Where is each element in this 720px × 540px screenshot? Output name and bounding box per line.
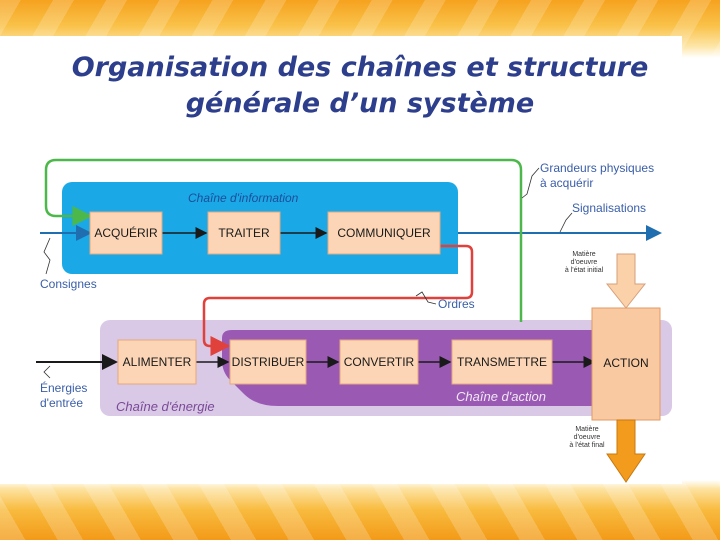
grandeurs-leader bbox=[521, 167, 540, 199]
information-chain-label: Chaîne d'information bbox=[188, 191, 299, 205]
energy-chain-label: Chaîne d'énergie bbox=[116, 399, 215, 414]
matiere-initial-line-1: Matière bbox=[572, 251, 595, 258]
grandeurs-physiques-arrow bbox=[44, 158, 523, 322]
block-acquerir bbox=[89, 211, 163, 255]
block-communiquer-label: COMMUNIQUER bbox=[337, 226, 431, 240]
matiere-final-line-1: Matière bbox=[575, 426, 598, 433]
block-traiter-label: TRAITER bbox=[218, 226, 270, 240]
block-convertir-label: CONVERTIR bbox=[344, 355, 415, 369]
consignes-label: Consignes bbox=[40, 277, 97, 291]
ordres-leader bbox=[415, 291, 437, 305]
matiere-initial-line-2: d'oeuvre bbox=[571, 259, 598, 266]
matiere-initial-line-3: à l'état initial bbox=[565, 267, 604, 274]
grandeurs-label-1: Grandeurs physiques bbox=[540, 161, 654, 175]
ordres-arrow bbox=[202, 244, 474, 356]
block-distribuer-label: DISTRIBUER bbox=[232, 355, 305, 369]
ordres-label: Ordres bbox=[438, 297, 475, 311]
block-action bbox=[591, 307, 661, 421]
signalisations-leader bbox=[559, 212, 573, 233]
consignes-leader bbox=[43, 237, 51, 275]
title-line-2: générale d’un système bbox=[185, 88, 535, 119]
grandeurs-label-2: à acquérir bbox=[540, 176, 593, 190]
block-alimenter bbox=[117, 339, 197, 385]
slide-title: Organisation des chaînes et structure gé… bbox=[40, 50, 680, 122]
block-communiquer bbox=[327, 211, 441, 255]
block-distribuer bbox=[229, 339, 307, 385]
energies-label-1: Énergies bbox=[40, 380, 87, 395]
information-chain-tab bbox=[436, 240, 458, 274]
block-transmettre-label: TRANSMETTRE bbox=[457, 355, 547, 369]
matiere-initial-arrow bbox=[605, 253, 647, 309]
block-alimenter-label: ALIMENTER bbox=[123, 355, 192, 369]
energies-label-2: d'entrée bbox=[40, 396, 83, 410]
block-convertir bbox=[339, 339, 419, 385]
matiere-final-line-3: à l'état final bbox=[569, 442, 605, 449]
block-transmettre bbox=[451, 339, 553, 385]
block-acquerir-label: ACQUÉRIR bbox=[94, 225, 158, 240]
signalisations-label: Signalisations bbox=[572, 201, 646, 215]
matiere-final-line-2: d'oeuvre bbox=[574, 434, 601, 441]
title-line-1: Organisation des chaînes et structure bbox=[71, 52, 649, 83]
energies-leader bbox=[43, 365, 51, 379]
action-chain-label: Chaîne d'action bbox=[456, 389, 546, 404]
matiere-final-arrow bbox=[606, 419, 646, 483]
block-action-label: ACTION bbox=[603, 356, 648, 370]
footer-decoration bbox=[0, 480, 720, 540]
block-traiter bbox=[207, 211, 281, 255]
